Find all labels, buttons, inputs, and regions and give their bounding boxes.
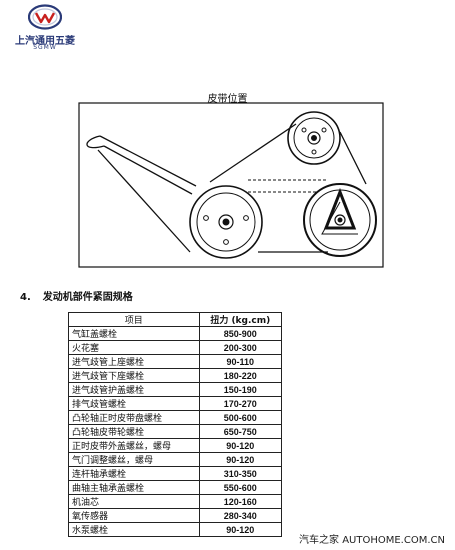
alternator-pulley [287, 111, 341, 165]
belt-top [209, 123, 297, 183]
belt-left-loop [86, 135, 105, 149]
row-item: 气门调整螺丝，螺母 [68, 452, 200, 467]
row-value: 150-190 [198, 382, 283, 397]
row-value: 90-120 [198, 438, 283, 453]
row-item: 曲轴主轴承盖螺栓 [68, 480, 200, 495]
belt-lower-left [97, 149, 191, 253]
sgmw-logo: 上汽通用五菱 SGMW [14, 4, 75, 54]
logo-text-en: SGMW [33, 44, 57, 51]
column-header-torque: 扭力 (kg.cm) [198, 312, 283, 327]
row-item: 进气歧管下座螺栓 [68, 368, 200, 383]
column-header-item: 项目 [68, 312, 200, 327]
logo-text-cn: 上汽通用五菱 [15, 36, 75, 47]
row-value: 170-270 [198, 396, 283, 411]
row-value: 310-350 [198, 466, 283, 481]
diagram-frame [78, 102, 384, 268]
belt-inner-left [103, 145, 193, 195]
sgmw-emblem-icon [28, 4, 62, 30]
row-item: 凸轮轴皮带轮螺栓 [68, 424, 200, 439]
diagram-title: 皮带位置 [207, 94, 248, 105]
row-item: 水泵螺栓 [68, 522, 200, 537]
water-pump-pulley [303, 183, 377, 257]
row-value: 550-600 [198, 480, 283, 495]
section-number: 4. [20, 292, 31, 303]
row-item: 连杆轴承螺栓 [68, 466, 200, 481]
row-value: 500-600 [198, 410, 283, 425]
row-value: 90-120 [198, 452, 283, 467]
section-title-text: 发动机部件紧固规格 [42, 292, 133, 303]
row-item: 排气歧管螺栓 [68, 396, 200, 411]
row-value: 280-340 [198, 508, 283, 523]
belt-diagram [78, 102, 384, 268]
row-item: 氧传感器 [68, 508, 200, 523]
row-item: 正时皮带外盖螺丝，螺母 [68, 438, 200, 453]
belt-outer-left [99, 135, 197, 187]
row-item: 凸轮轴正时皮带盘螺栓 [68, 410, 200, 425]
row-item: 火花塞 [68, 340, 200, 355]
row-value: 90-120 [198, 522, 283, 537]
table-header-row: 项目 扭力 (kg.cm) [68, 312, 283, 327]
row-value: 650-750 [198, 424, 283, 439]
row-item: 进气歧管护盖螺栓 [68, 382, 200, 397]
row-value: 120-160 [198, 494, 283, 509]
row-item: 气缸盖螺栓 [68, 326, 200, 341]
autohome-watermark: 汽车之家 AUTOHOME.COM.CN [297, 531, 447, 546]
row-item: 进气歧管上座螺栓 [68, 354, 200, 369]
row-item: 机油芯 [68, 494, 200, 509]
belt-right [339, 131, 367, 185]
crankshaft-pulley [189, 185, 263, 259]
row-value: 180-220 [198, 368, 283, 383]
row-value: 200-300 [198, 340, 283, 355]
row-value: 90-110 [198, 354, 283, 369]
row-value: 850-900 [198, 326, 283, 341]
section-heading: 4. 发动机部件紧固规格 [20, 288, 133, 303]
